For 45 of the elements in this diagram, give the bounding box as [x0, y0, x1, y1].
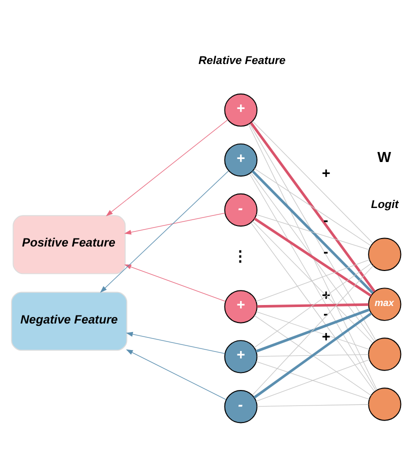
connector — [250, 222, 375, 392]
edge-label: + — [322, 287, 330, 304]
connector — [256, 404, 369, 406]
edge-label: + — [322, 166, 330, 182]
node-circle: + — [224, 92, 258, 126]
connector — [254, 216, 372, 296]
node-circle: - — [224, 192, 258, 226]
connector — [249, 173, 376, 390]
node-circle — [368, 387, 402, 420]
connector — [256, 214, 370, 250]
connector — [256, 258, 370, 302]
node-circle: + — [224, 290, 258, 323]
label: W — [377, 149, 392, 166]
edge-label: + — [322, 329, 330, 346]
label: Relative Feature — [198, 54, 286, 66]
label: ⋮ — [233, 248, 248, 265]
arrow — [106, 118, 228, 216]
arrow — [126, 331, 226, 354]
edge-label: - — [323, 244, 328, 260]
connector — [252, 170, 374, 294]
connector — [252, 264, 374, 396]
connector — [252, 220, 374, 343]
arrow — [100, 170, 229, 292]
connector — [254, 168, 372, 246]
connector — [254, 262, 372, 348]
node-circle: max — [368, 287, 402, 320]
node-circle: + — [224, 340, 258, 373]
arrow — [124, 212, 226, 234]
node-circle — [368, 337, 402, 370]
node-circle — [368, 237, 402, 270]
node-circle: - — [224, 390, 258, 423]
connector — [257, 302, 368, 308]
node-box: Positive Feature — [12, 214, 126, 274]
edge-label: - — [323, 306, 328, 322]
node-circle: + — [224, 142, 258, 176]
edge-label: - — [323, 212, 328, 228]
connector — [252, 120, 374, 243]
connector — [256, 354, 369, 356]
connector — [249, 123, 376, 340]
label: Logit — [370, 198, 399, 211]
node-box: Negative Feature — [11, 291, 128, 350]
connector — [250, 122, 376, 292]
connector — [250, 172, 375, 342]
arrow — [126, 348, 226, 400]
connector — [248, 123, 378, 390]
